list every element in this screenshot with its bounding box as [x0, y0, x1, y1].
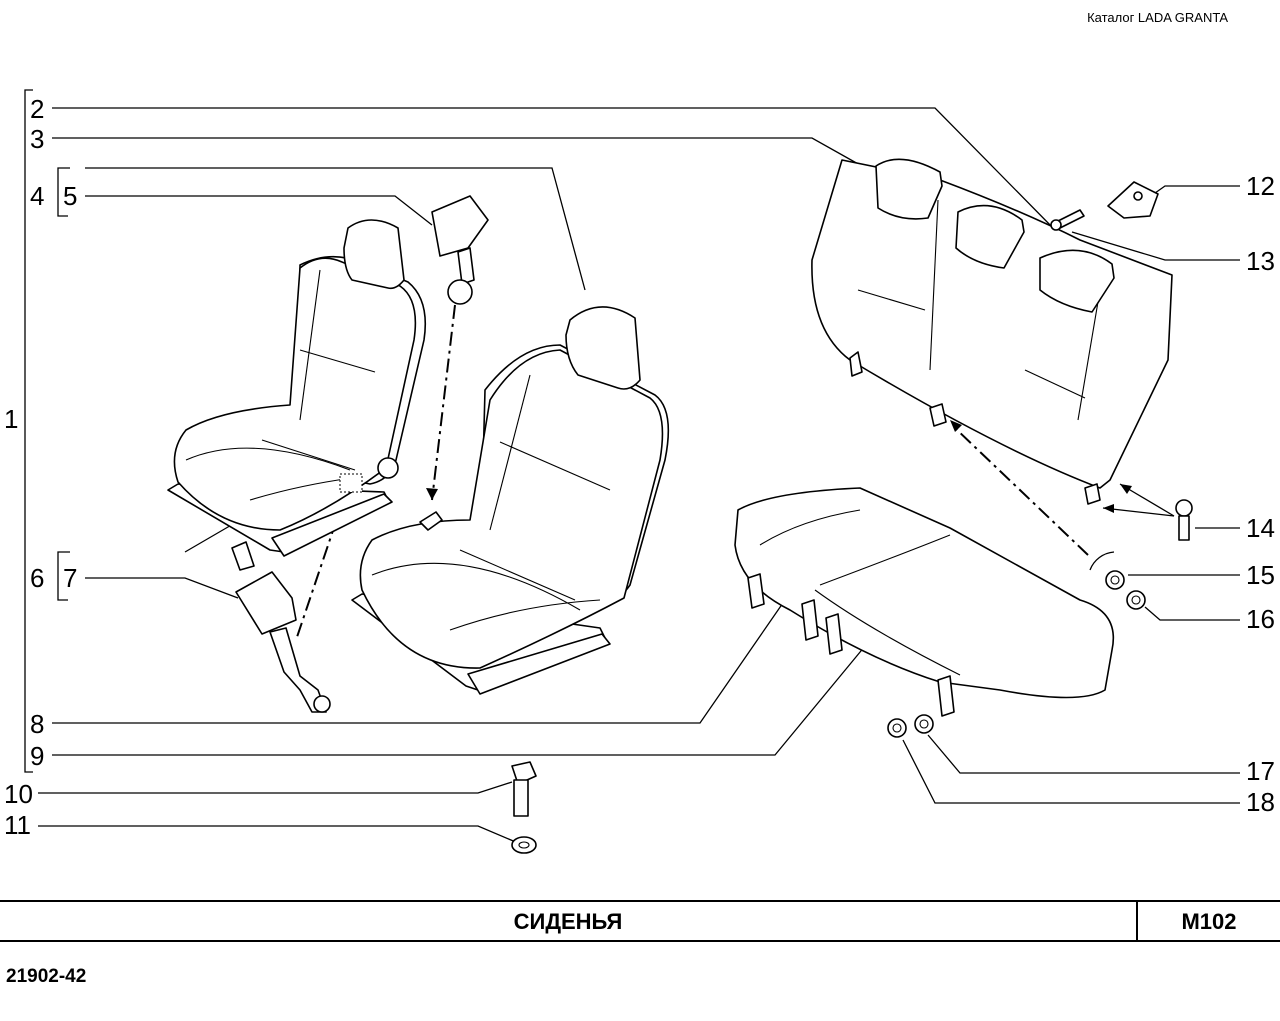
callout-10: 10 [4, 779, 33, 809]
catalog-title: Каталог LADA GRANTA [1087, 10, 1228, 25]
callout-8: 8 [30, 709, 44, 739]
rear-seat-cushion [734, 487, 1114, 717]
callout-15: 15 [1246, 560, 1275, 590]
callout-16: 16 [1246, 604, 1275, 634]
callout-12: 12 [1246, 171, 1275, 201]
screw-13 [1050, 209, 1085, 231]
front-seat-left [167, 219, 427, 557]
title-block: СИДЕНЬЯ M102 [0, 900, 1280, 942]
bolt-10 [511, 761, 537, 817]
nut-15 [1105, 570, 1125, 590]
nut-16 [1126, 590, 1146, 610]
document-code: 21902-42 [6, 966, 87, 987]
callout-13: 13 [1246, 246, 1275, 276]
belt-buckle-upper [431, 195, 489, 305]
washer-11 [511, 836, 537, 854]
callout-3: 3 [30, 124, 44, 154]
callout-17: 17 [1246, 756, 1275, 786]
callout-14: 14 [1246, 513, 1275, 543]
callout-7: 7 [63, 563, 77, 593]
leader-lines [38, 107, 1240, 844]
callout-18: 18 [1246, 787, 1275, 817]
rear-seat-backrest [811, 158, 1173, 505]
callout-6: 6 [30, 563, 44, 593]
belt-buckle-lower [231, 541, 331, 713]
bracket-12 [1107, 181, 1159, 219]
group-bracket-6 [57, 551, 70, 601]
group-bracket-4 [57, 167, 70, 217]
section-code: M102 [1181, 909, 1237, 934]
callout-11: 11 [4, 810, 31, 840]
washer-17 [914, 714, 934, 734]
front-seat-right [351, 306, 670, 695]
callout-2: 2 [30, 94, 44, 124]
nut-18 [887, 718, 907, 738]
callout-1: 1 [4, 404, 18, 434]
title-divider [1136, 902, 1138, 940]
page-title: СИДЕНЬЯ [513, 909, 623, 934]
callout-9: 9 [30, 741, 44, 771]
callout-4: 4 [30, 181, 44, 211]
group-bracket-1 [24, 89, 33, 773]
callout-5: 5 [63, 181, 77, 211]
bolt-14 [1175, 499, 1193, 541]
